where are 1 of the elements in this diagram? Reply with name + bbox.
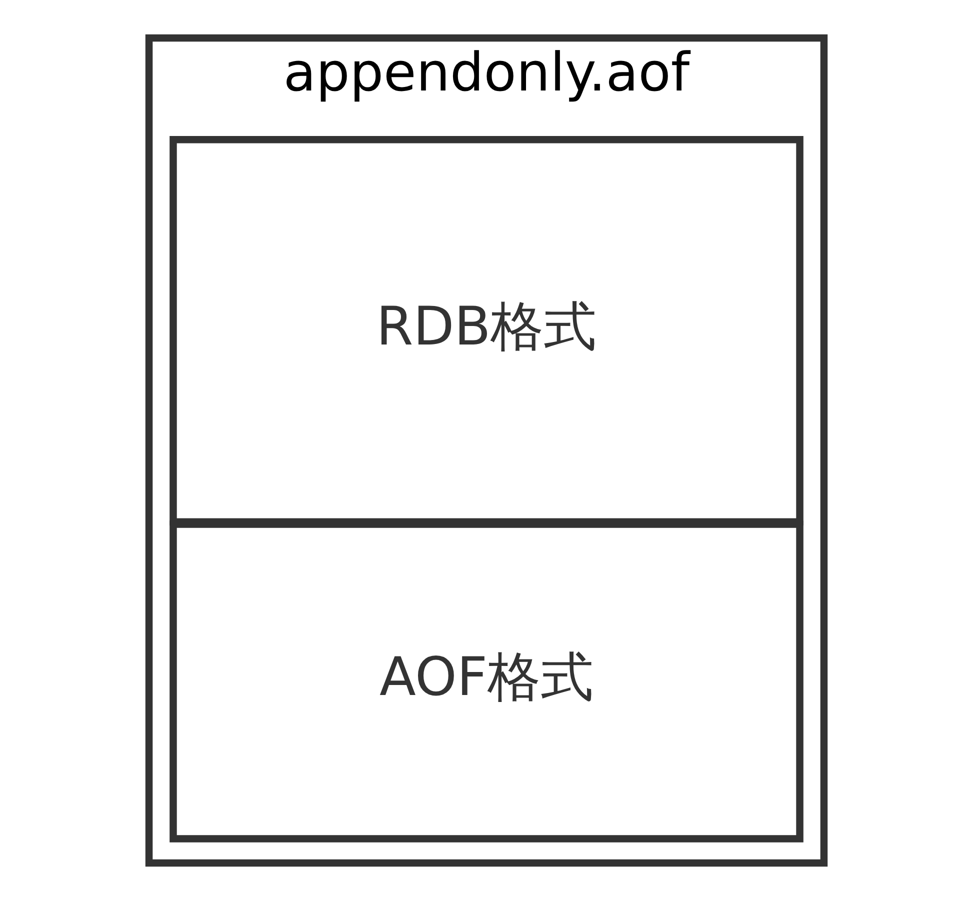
node-box: AOF格式 <box>169 520 803 842</box>
